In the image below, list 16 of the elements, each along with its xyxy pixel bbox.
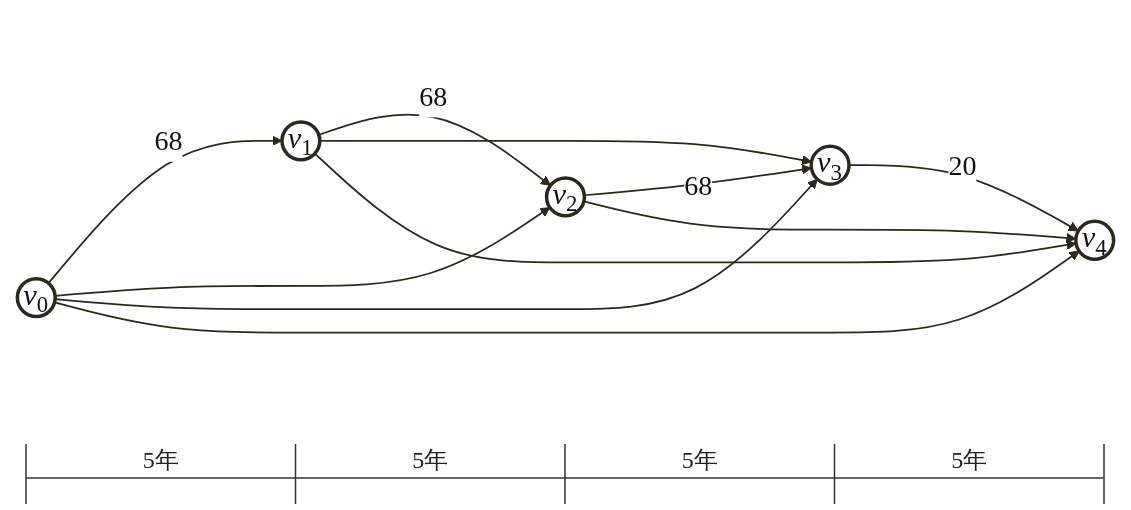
node-circle: v$_{1}$ xyxy=(280,120,322,162)
duration-label: 5年 xyxy=(681,446,718,475)
duration-label: 5年 xyxy=(142,446,179,475)
edge-label: 20 xyxy=(948,150,977,181)
node-circle: v$_{2}$ xyxy=(544,176,587,218)
arrow xyxy=(848,164,1079,232)
node-circle: v$_{0}$ xyxy=(15,276,57,319)
node-circle: v$_{3}$ xyxy=(809,144,851,186)
duration-label: 5年 xyxy=(412,446,449,475)
duration-label: 5年 xyxy=(951,446,988,475)
node-circle: v$_{4}$ xyxy=(1074,219,1116,261)
arrow xyxy=(313,152,1077,264)
edge-label: 68 xyxy=(419,81,448,112)
edge-label: 68 xyxy=(154,125,183,157)
edge-label: 68 xyxy=(684,169,713,201)
arrow xyxy=(47,135,283,284)
